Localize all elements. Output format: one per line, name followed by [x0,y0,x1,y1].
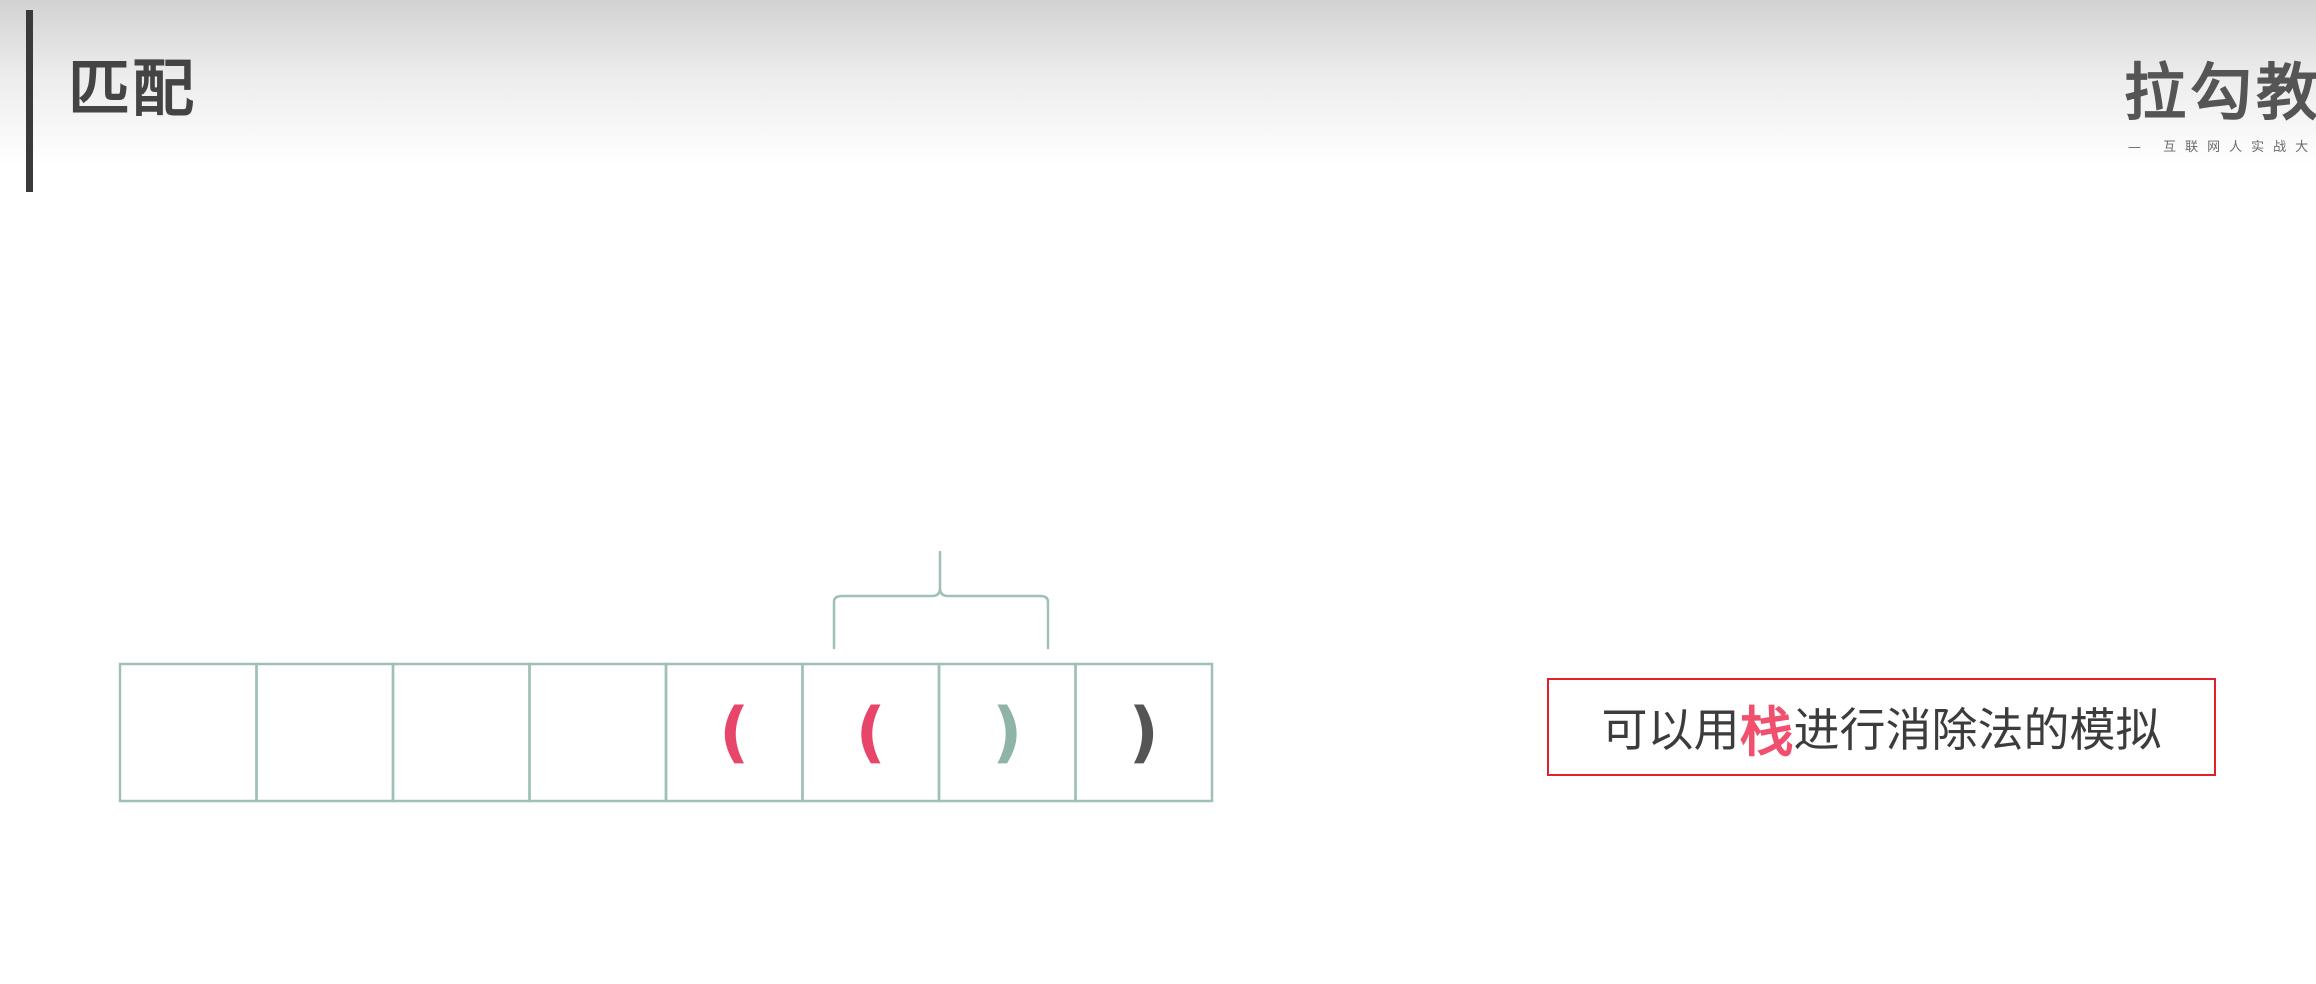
array-cell [255,662,395,803]
page-title: 匹配 [68,52,197,125]
array-cell [391,662,531,803]
array-cell [1074,662,1214,803]
title-accent-bar [26,10,33,192]
array-cell [528,662,668,803]
stack-hint-callout: 可以用栈进行消除法的模拟 [1547,678,2216,776]
cell-bracket-char: ( [856,694,886,771]
callout-text-after: 进行消除法的模拟 [1793,703,2162,757]
cell-bracket-char: ) [1129,694,1159,771]
brand-tagline: — 互联网人实战大 [2128,140,2316,155]
array-cell [118,662,258,803]
brand-logo: 拉勾教 [2124,56,2316,129]
cell-bracket-char: ( [719,694,749,771]
callout-text-before: 可以用 [1601,703,1740,757]
header-band [0,0,2316,165]
cell-bracket-char: ) [992,694,1022,771]
pair-brace [832,550,1050,650]
callout-highlight: 栈 [1739,700,1794,764]
